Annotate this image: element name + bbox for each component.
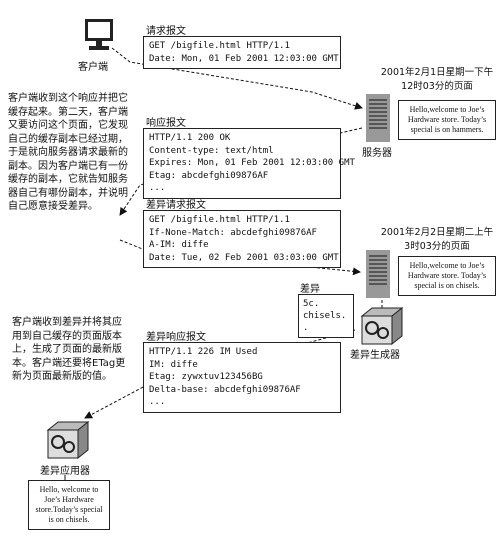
page-v1-date: 2001年2月1日星期一下午12时03分的页面 [380, 67, 494, 92]
diff-generator-label: 差异生成器 [350, 350, 400, 361]
diff-response-line-2: IM: diffe [149, 359, 198, 370]
diff-content: 5c. chisels. . [298, 294, 354, 338]
client-label: 客户端 [78, 62, 108, 73]
diff-request-line-4: Date: Tue, 02 Feb 2001 03:03:00 GMT [149, 252, 339, 263]
diff-request-title: 差异请求报文 [146, 200, 206, 211]
response-line-2: Content-type: text/html [149, 145, 274, 156]
client-computer-icon [82, 18, 116, 58]
diff-request-message: GET /bigfile.html HTTP/1.1 If-None-Match… [143, 210, 341, 268]
page-v2: Hello,welcome to Joe’s Hardware store. T… [398, 256, 496, 296]
diff-response-line-1: HTTP/1.1 226 IM Used [149, 347, 258, 357]
diff-request-line-2: If-None-Match: abcdefghi09876AF [149, 227, 317, 238]
diff-response-line-5: ... [149, 397, 166, 407]
diff-applier-label: 差异应用器 [40, 466, 90, 477]
final-page: Hello, welcome to Joe’s Hardware store.T… [28, 480, 110, 530]
response-line-3: Expires: Mon, 01 Feb 2001 12:03:00 GMT [149, 158, 355, 168]
response-line-4: Etag: abcdefghi09876AF [149, 170, 269, 181]
diff-request-line-3: A-IM: diffe [149, 240, 209, 250]
diff-response-title: 差异响应报文 [146, 332, 206, 343]
response-line-1: HTTP/1.1 200 OK [149, 133, 231, 143]
diff-response-message: HTTP/1.1 226 IM Used IM: diffe Etag: zyw… [143, 342, 341, 413]
diff-request-arrow [119, 239, 361, 276]
note-apply: 客户端收到差异并将其应用到自己缓存的页面版本上，生成了页面的最新版本。客户端还要… [12, 317, 126, 382]
page-v1: Hello,welcome to Joe’s Hardware store. T… [398, 100, 496, 140]
diff-response-line-4: Delta-base: abcdefghi09876AF [149, 384, 301, 395]
response-line-5: ... [149, 183, 166, 193]
response-message: HTTP/1.1 200 OK Content-type: text/html … [143, 128, 355, 199]
diff-generator-icon [358, 306, 404, 350]
diff-label: 差异 [300, 284, 320, 295]
diff-applier-icon [44, 420, 90, 464]
request-arrow [111, 47, 363, 110]
server-label: 服务器 [362, 148, 392, 159]
server-icon [366, 94, 390, 142]
request-line-2: Date: Mon, 01 Feb 2001 12:03:00 GMT [149, 53, 339, 64]
request-title: 请求报文 [146, 26, 186, 37]
request-line-1: GET /bigfile.html HTTP/1.1 [149, 41, 290, 51]
page-v2-date: 2001年2月2日星期二上午3时03分的页面 [380, 227, 494, 252]
request-message: GET /bigfile.html HTTP/1.1 Date: Mon, 01… [143, 36, 341, 69]
server-icon-2 [366, 250, 390, 298]
note-cache: 客户端收到这个响应并把它缓存起来。第二天，客户端又要访问这个页面，它发现自己的缓… [8, 93, 128, 212]
diff-request-line-1: GET /bigfile.html HTTP/1.1 [149, 215, 290, 225]
diff-response-line-3: Etag: zywxtuv123456BG [149, 372, 263, 382]
response-title: 响应报文 [146, 118, 186, 129]
